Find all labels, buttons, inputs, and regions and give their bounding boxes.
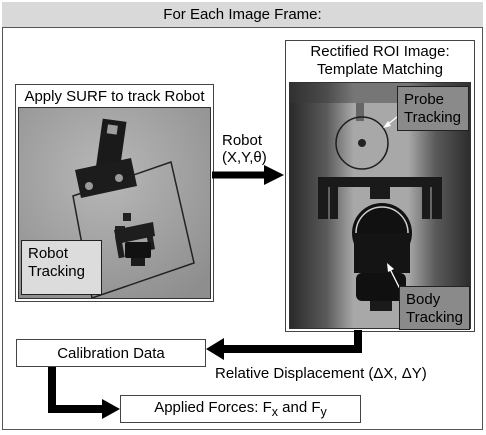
roi-title-line2: Template Matching [317, 61, 443, 78]
forces-arrow-shaft [48, 366, 104, 413]
robot-tracking-line2: Tracking [28, 263, 85, 280]
displacement-arrow-shaft [222, 330, 362, 353]
pose-arrow-head [264, 165, 284, 185]
forces-arrow-head [102, 399, 120, 419]
relative-displacement-label: Relative Displacement (ΔX, ΔY) [215, 365, 427, 382]
header-bar: For Each Image Frame: [2, 2, 483, 28]
calibration-data-label: Calibration Data [57, 344, 165, 362]
surf-panel-title: Apply SURF to track Robot [24, 88, 205, 105]
robot-pose-line2: (X,Y,θ) [222, 149, 267, 166]
displacement-arrow-head [206, 338, 224, 360]
robot-pose-label: Robot (X,Y,θ) [222, 132, 267, 166]
fx-subscript: x [271, 405, 278, 419]
body-tracking-label: Body Tracking [399, 286, 470, 330]
roi-title-line1: Rectified ROI Image: [310, 43, 450, 60]
header-title: For Each Image Frame: [163, 6, 322, 23]
forces-prefix: Applied Forces: F [154, 399, 272, 416]
applied-forces-box: Applied Forces: Fx and Fy [120, 395, 361, 423]
robot-camera-image [18, 107, 211, 299]
calibration-data-box: Calibration Data [16, 339, 206, 367]
probe-tracking-label: Probe Tracking [397, 86, 469, 131]
body-tracking-line1: Body [406, 291, 441, 308]
robot-tracking-line1: Robot [28, 245, 69, 262]
probe-tracking-line2: Tracking [404, 109, 461, 126]
probe-tracking-line1: Probe [404, 91, 445, 108]
roi-panel-title: Rectified ROI Image: Template Matching [285, 43, 475, 79]
applied-forces-label: Applied Forces: Fx and Fy [154, 399, 327, 419]
robot-pose-line1: Robot [222, 132, 263, 149]
forces-middle: and F [278, 399, 321, 416]
fy-subscript: y [320, 405, 327, 419]
robot-tracking-label: Robot Tracking [21, 240, 102, 295]
body-tracking-line2: Tracking [406, 309, 463, 326]
